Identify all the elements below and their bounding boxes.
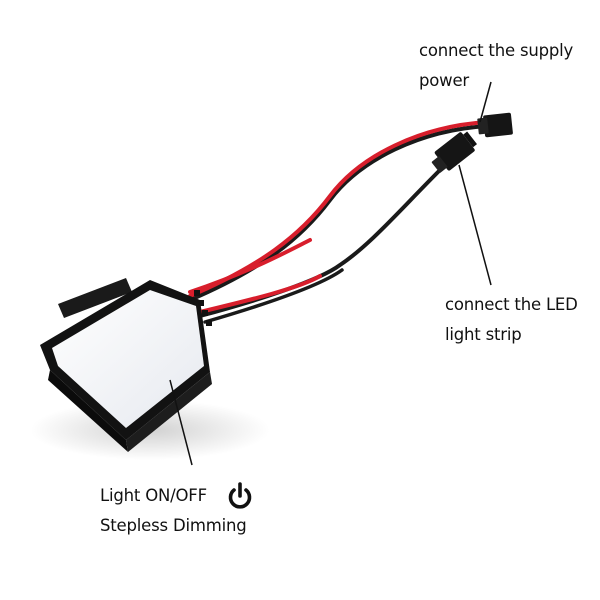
led-label-line-2: light strip [445, 325, 522, 344]
leader-line-touch [169, 379, 193, 466]
led-label-line-1: connect the LED [445, 295, 578, 314]
leader-line-led [458, 164, 492, 286]
supply-cable [188, 120, 490, 302]
leader-line-supply [479, 81, 492, 123]
led-strip-label: connect the LED light strip [445, 290, 578, 350]
supply-label-line-1: connect the supply [419, 41, 574, 60]
touch-label-line-1: Light ON/OFF [100, 486, 207, 505]
led-connector [431, 131, 477, 173]
led-cable [198, 168, 442, 324]
touch-label-line-2: Stepless Dimming [100, 516, 247, 535]
power-icon [228, 482, 252, 509]
supply-label-line-2: power [419, 71, 469, 90]
touch-dimmer-device [40, 278, 212, 452]
touch-panel [52, 290, 204, 428]
supply-connector [477, 112, 513, 138]
touch-function-label: Light ON/OFF Stepless Dimming [100, 481, 247, 541]
supply-power-label: connect the supply power [419, 36, 573, 96]
